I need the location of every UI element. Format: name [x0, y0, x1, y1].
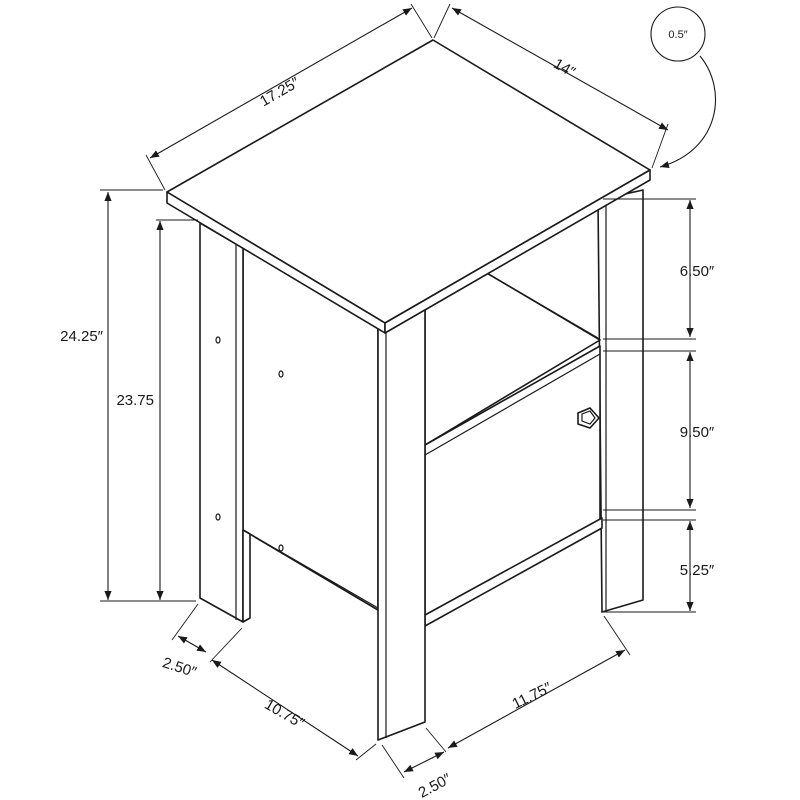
back-right-leg: [597, 189, 644, 613]
label-bottom-clearance: 5.25″: [680, 562, 715, 579]
label-top-thickness: 0.5″: [668, 29, 687, 41]
label-leg-front-width: 2.50″: [416, 770, 455, 800]
label-overall-height: 24.25″: [60, 328, 104, 345]
door-knob: [577, 407, 600, 429]
front-corner-leg: [377, 307, 426, 741]
label-leg-height: 23.75: [116, 392, 154, 409]
dimension-lines: [100, 3, 716, 779]
thickness-callout-circle: [650, 6, 706, 62]
screw-holes: [215, 336, 284, 552]
label-front-panel-width: 11.75″: [510, 679, 556, 713]
nightstand: [166, 39, 651, 741]
label-leg-side-width: 2.50″: [160, 654, 199, 681]
label-open-shelf: 6.50″: [680, 263, 715, 280]
label-top-width: 17.25″: [257, 74, 303, 110]
label-side-panel-width: 10.75″: [261, 696, 307, 732]
label-door-height: 9.50″: [680, 424, 715, 441]
